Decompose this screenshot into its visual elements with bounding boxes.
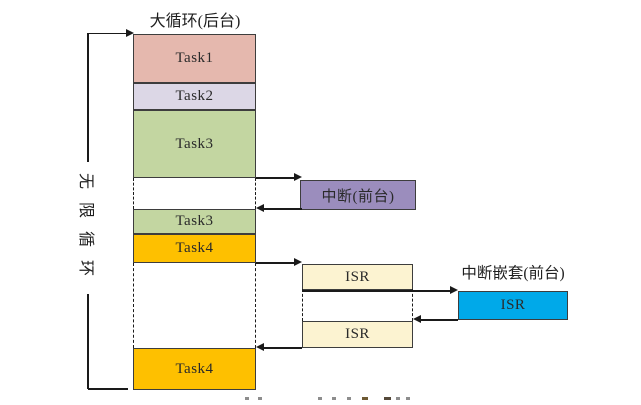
- nested-isr-call-arrow-line: [302, 290, 451, 292]
- caption-fragment: [406, 397, 410, 400]
- foreground-interrupt-label: 中断(前台): [321, 188, 395, 205]
- isr-call-arrowhead-icon: [294, 258, 302, 267]
- caption-fragment: [332, 397, 336, 400]
- nested-isr-return-arrowhead-icon: [413, 315, 421, 324]
- task3-box: Task3: [133, 110, 256, 178]
- isr-second-box: ISR: [302, 321, 413, 348]
- task4-resume-box: Task4: [133, 348, 256, 390]
- interrupt-return-arrowhead-icon: [256, 204, 264, 213]
- caption-fragment: [362, 397, 368, 400]
- column-gap1-left-dash: [133, 178, 134, 209]
- caption-fragment: [396, 397, 400, 400]
- nested-interrupt-title: 中断嵌套(前台): [461, 265, 565, 282]
- background-loop-title: 大循环(后台): [149, 13, 241, 30]
- task2-label: Task2: [175, 88, 214, 104]
- column-gap1-right-dash: [254, 178, 256, 209]
- column-gap2-right-dash: [254, 263, 256, 348]
- caption-fragment: [384, 397, 391, 400]
- task3-resume-label: Task3: [175, 213, 214, 229]
- task2-box: Task2: [133, 83, 256, 110]
- caption-fragment: [318, 397, 322, 400]
- task1-box: Task1: [133, 34, 256, 83]
- task4-resume-label: Task4: [175, 360, 214, 377]
- interrupt-call-arrowhead-icon: [294, 173, 302, 182]
- isr-return-arrowhead-icon: [256, 343, 264, 352]
- task3-label: Task3: [175, 135, 214, 152]
- column-gap2-left-dash: [133, 263, 134, 348]
- caption-fragment: [258, 397, 262, 400]
- isr-call-arrow-line: [256, 262, 296, 264]
- task4-box: Task4: [133, 234, 256, 263]
- task4-label: Task4: [175, 240, 214, 256]
- isr-gap-right-dash: [411, 289, 413, 321]
- foreground-interrupt-box: 中断(前台): [300, 180, 416, 210]
- isr-gap-left-dash: [302, 289, 303, 321]
- loop-entry-arrow-line: [88, 32, 127, 35]
- task3-resume-box: Task3: [133, 209, 256, 234]
- nested-isr-call-arrowhead-icon: [450, 286, 458, 295]
- interrupt-call-arrow-line: [256, 177, 296, 179]
- infinite-loop-label: 无限循环: [75, 161, 101, 295]
- isr-second-label: ISR: [345, 326, 370, 342]
- isr-first-box: ISR: [302, 264, 413, 290]
- caption-fragment: [347, 397, 351, 400]
- interrupt-return-arrow-line: [263, 208, 302, 210]
- nested-isr-box: ISR: [458, 291, 568, 320]
- loop-entry-arrowhead-icon: [126, 28, 134, 37]
- caption-fragment: [245, 397, 249, 400]
- nested-isr-return-arrow-line: [420, 319, 458, 321]
- isr-return-arrow-line: [263, 347, 302, 349]
- isr-first-label: ISR: [345, 268, 370, 285]
- nested-isr-label: ISR: [500, 297, 526, 313]
- loop-bracket-bottom-line: [88, 388, 128, 390]
- task1-label: Task1: [175, 50, 214, 66]
